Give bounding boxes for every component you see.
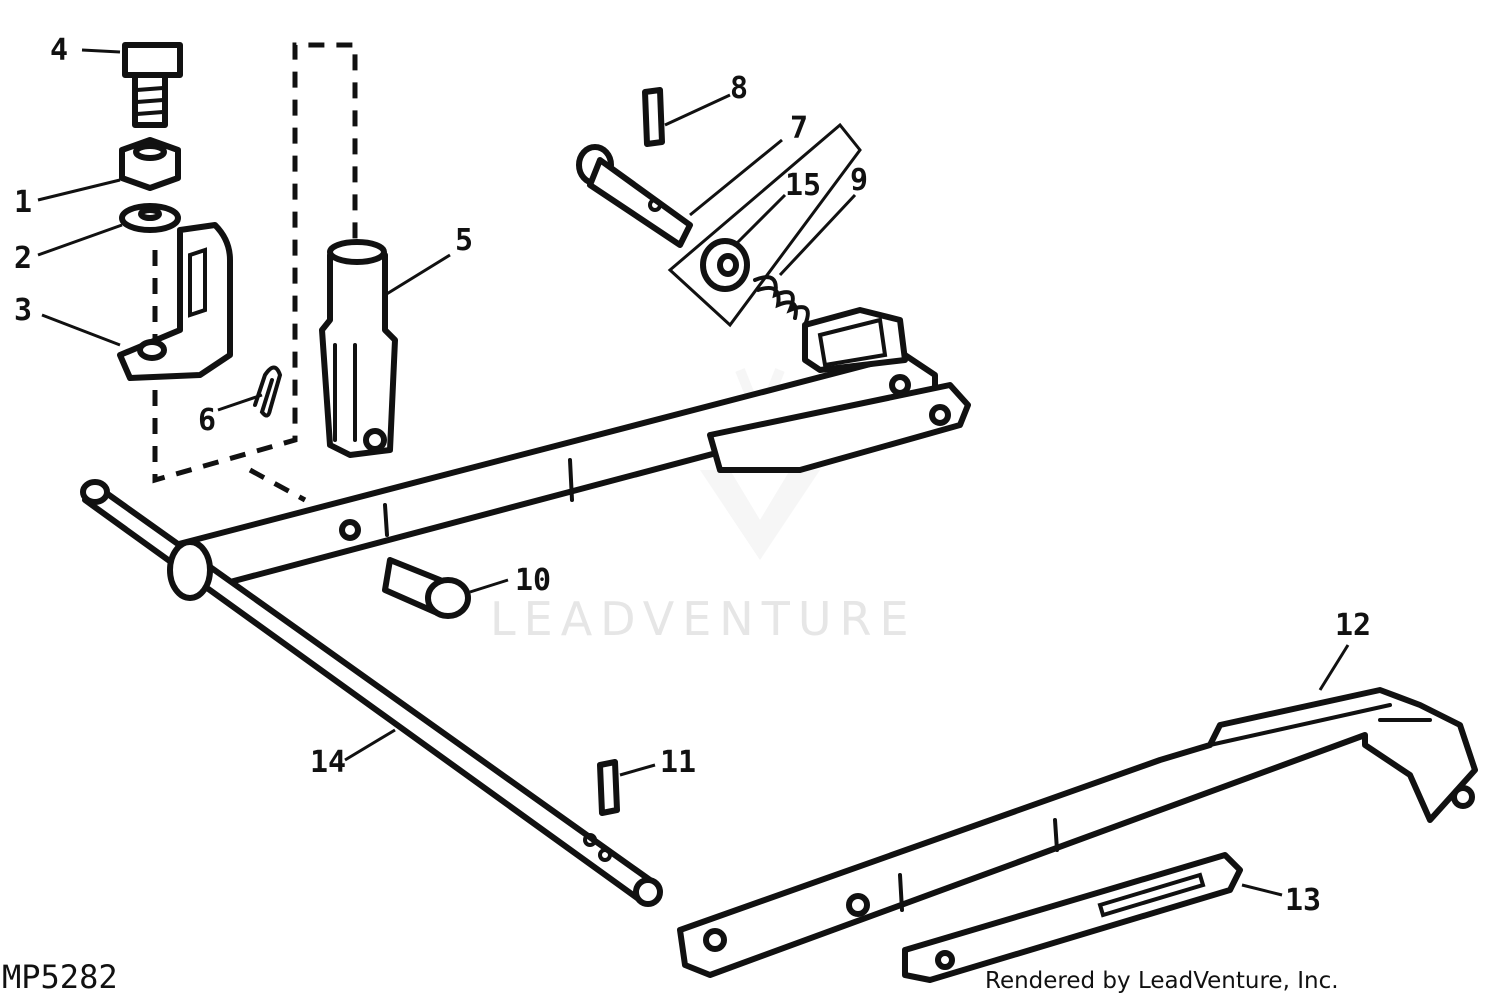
shaft-collar-part <box>167 539 213 601</box>
callout-1: 1 <box>14 185 32 220</box>
callout-7: 7 <box>790 111 808 146</box>
assembly-line-bracket <box>152 42 358 484</box>
washer-part <box>119 203 181 233</box>
lower-lift-arm-part <box>677 687 1478 978</box>
clevis-pin-part <box>576 144 693 248</box>
callout-11: 11 <box>660 745 696 780</box>
clevis-pin-10-part <box>382 557 471 619</box>
figure-id: MP5282 <box>2 958 118 996</box>
rock-shaft-part <box>80 479 663 907</box>
callout-3: 3 <box>14 293 32 328</box>
bolt-part <box>122 42 183 128</box>
credit-text: Rendered by LeadVenture, Inc. <box>985 968 1339 994</box>
spring-part <box>753 275 810 327</box>
bracket-part <box>117 222 233 381</box>
callout-6: 6 <box>198 403 216 438</box>
callout-13: 13 <box>1285 883 1321 918</box>
slotted-link-part <box>902 852 1243 983</box>
callout-14: 14 <box>310 745 346 780</box>
watermark-text: LEADVENTURE <box>490 592 917 646</box>
callout-box-7-15-9 <box>667 122 862 328</box>
leader-lines <box>37 48 1350 897</box>
callout-10: 10 <box>515 563 551 598</box>
callout-12: 12 <box>1335 608 1371 643</box>
callout-15: 15 <box>785 168 821 203</box>
upper-lift-arm-part <box>172 307 971 593</box>
callout-4: 4 <box>50 33 68 68</box>
assembly-line-pin <box>248 467 307 503</box>
callout-5: 5 <box>455 223 473 258</box>
cotter-pin-part <box>253 365 283 418</box>
callout-9: 9 <box>850 163 868 198</box>
nut-part <box>119 137 181 191</box>
clevis-part <box>319 239 398 458</box>
roll-pin-8-part <box>642 87 665 147</box>
washer-15-part <box>700 238 750 292</box>
callout-8: 8 <box>730 71 748 106</box>
roll-pin-11-part <box>597 759 620 816</box>
callout-2: 2 <box>14 241 32 276</box>
